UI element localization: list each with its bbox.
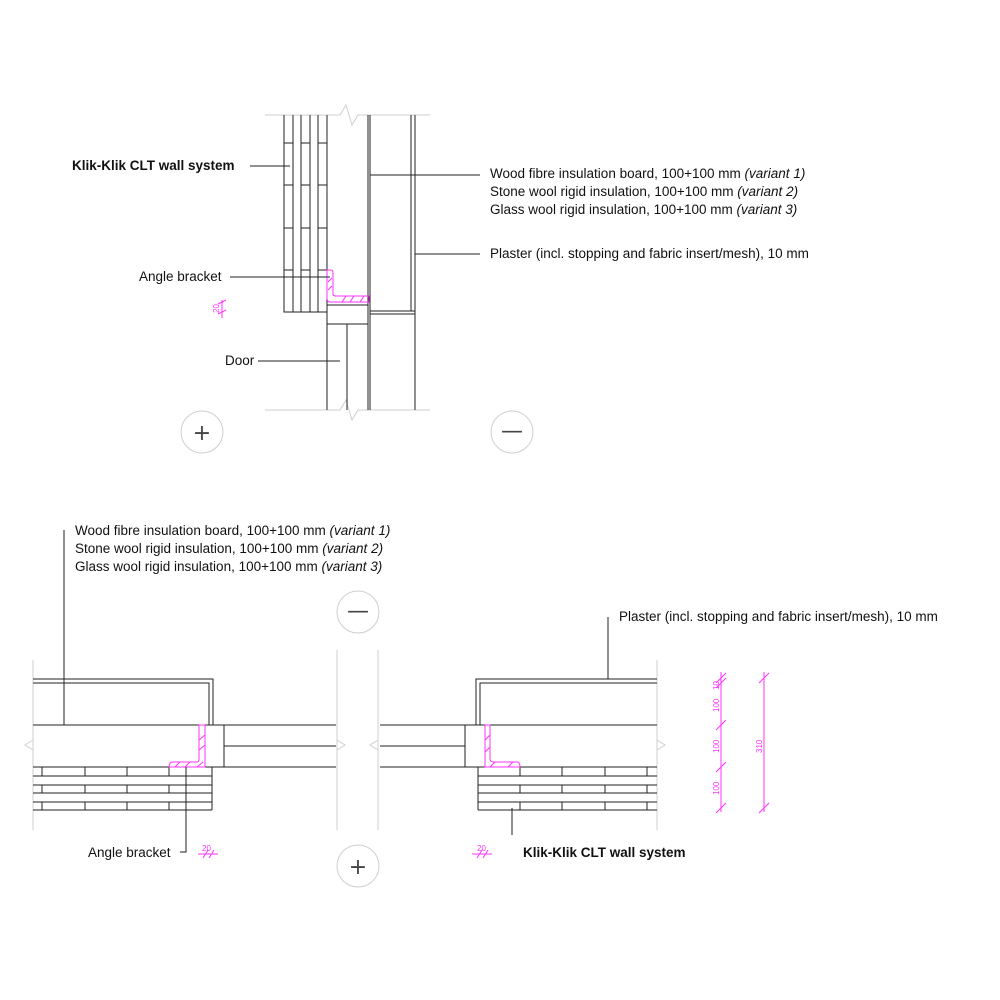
zoom-out-button-top[interactable] xyxy=(490,410,534,454)
insulation-variant-2-top: Stone wool rigid insulation, 100+100 mm … xyxy=(490,184,799,199)
angle-bracket-right xyxy=(484,724,521,768)
dimension-top: 20 xyxy=(212,299,227,318)
dimension-left-value: 20 xyxy=(202,844,211,853)
door-frame-right xyxy=(380,725,486,767)
insulation-variant-3-bottom: Glass wool rigid insulation, 100+100 mm … xyxy=(75,559,383,574)
clt-wall-left xyxy=(33,767,213,811)
insulation-left xyxy=(33,678,336,768)
wall-system-label-bottom: Klik-Klik CLT wall system xyxy=(523,845,686,860)
zoom-in-button-top[interactable] xyxy=(180,410,224,454)
bracket-label-bottom: Angle bracket xyxy=(88,845,171,860)
dimension-top-value: 20 xyxy=(212,304,221,313)
clt-wall-top xyxy=(283,115,328,410)
angle-bracket-left xyxy=(168,724,206,768)
plaster-label-bottom: Plaster (incl. stopping and fabric inser… xyxy=(619,609,938,624)
dimension-value: 100 xyxy=(712,739,721,753)
dimension-right-value: 20 xyxy=(477,844,486,853)
dimension-chain: 10 100 100 100 xyxy=(712,672,727,814)
angle-bracket-top xyxy=(326,269,370,303)
zoom-out-button-bottom[interactable] xyxy=(336,590,380,634)
wall-system-label-top: Klik-Klik CLT wall system xyxy=(72,158,235,173)
dimension-value: 100 xyxy=(712,698,721,712)
insulation-top xyxy=(367,115,416,410)
leaders-top xyxy=(230,165,480,362)
bottom-detail: 10 100 100 100 310 20 20 — + xyxy=(24,530,770,888)
break-symbols xyxy=(24,739,666,751)
insulation-right xyxy=(380,678,657,768)
insulation-variant-1-top: Wood fibre insulation board, 100+100 mm … xyxy=(490,166,806,181)
door-label: Door xyxy=(225,353,255,368)
door-frame-left xyxy=(204,725,336,767)
dimension-value: 10 xyxy=(712,681,721,690)
bracket-label-top: Angle bracket xyxy=(139,269,222,284)
plus-icon: + xyxy=(193,421,211,446)
insulation-variant-1-bottom: Wood fibre insulation board, 100+100 mm … xyxy=(75,523,391,538)
clt-wall-right xyxy=(477,766,657,811)
dimension-total: 310 xyxy=(755,672,770,814)
dimension-total-value: 310 xyxy=(755,739,764,753)
dimension-value: 100 xyxy=(712,781,721,795)
zoom-in-button-bottom[interactable] xyxy=(336,844,380,888)
leaders-bottom xyxy=(63,530,609,853)
break-line-top xyxy=(265,103,430,127)
dimension-left: 20 xyxy=(198,844,218,859)
plaster-label-top: Plaster (incl. stopping and fabric inser… xyxy=(490,246,809,261)
door-frame-top xyxy=(327,304,368,410)
plus-icon: + xyxy=(349,855,367,880)
dimension-right: 20 xyxy=(472,844,492,859)
insulation-variant-2-bottom: Stone wool rigid insulation, 100+100 mm … xyxy=(75,541,384,556)
insulation-variant-3-top: Glass wool rigid insulation, 100+100 mm … xyxy=(490,202,798,217)
minus-icon: — xyxy=(347,599,369,624)
top-detail: 20 + — xyxy=(180,103,534,454)
minus-icon: — xyxy=(501,419,523,444)
